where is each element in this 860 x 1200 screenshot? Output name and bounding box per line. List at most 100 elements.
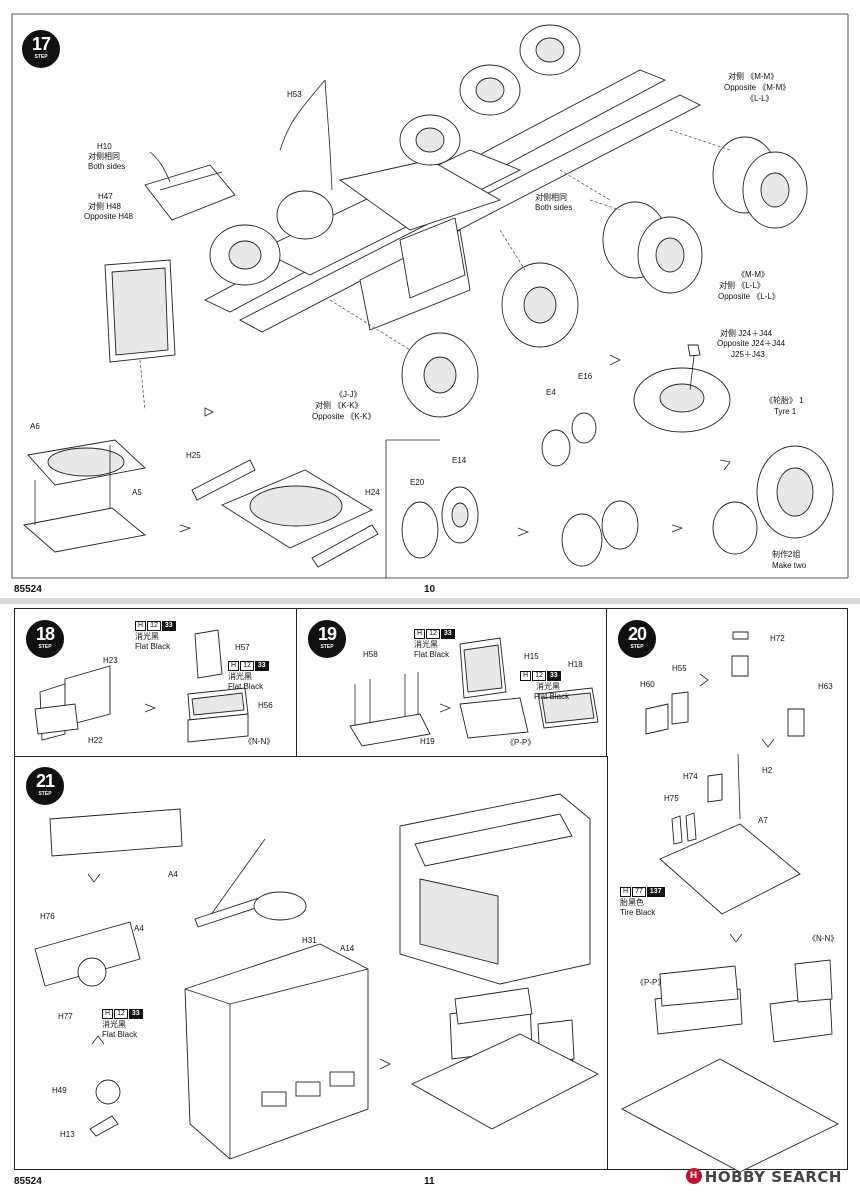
paint-part-letter: H — [414, 629, 426, 639]
page-number: 11 — [424, 1176, 435, 1187]
label-mm-cn: 对侧 《M-M》 — [728, 72, 779, 81]
label-both-en: Both sides — [535, 203, 573, 212]
label-a7: A7 — [758, 816, 768, 825]
label-a4-top: A4 — [168, 870, 178, 879]
paint-code: 33 — [546, 671, 561, 681]
label-h72: H72 — [770, 634, 785, 643]
paint-18b-cn: 消光黑 — [228, 672, 252, 681]
label-tyre-en: Tyre 1 — [774, 407, 797, 416]
label-h47: H47 — [98, 192, 113, 201]
label-e16: E16 — [578, 372, 593, 381]
step-word: STEP — [38, 644, 52, 650]
paint-code: 137 — [646, 887, 665, 897]
paint-19b-en: Flat Black — [534, 692, 570, 701]
label-h76: H76 — [40, 912, 55, 921]
label-h15: H15 — [524, 652, 539, 661]
paint-part-letter: H — [520, 671, 532, 681]
label-nn-20: 《N-N》 — [808, 934, 839, 943]
label-h47-cn: 对侧 H48 — [88, 202, 121, 211]
paint-part-number: 12 — [426, 629, 440, 639]
step-20-badge: 20 STEP — [618, 620, 656, 658]
page-divider — [0, 598, 860, 604]
label-h2: H2 — [762, 766, 773, 775]
label-a5: A5 — [132, 488, 142, 497]
label-ll-cn: 对侧 《L-L》 — [719, 281, 765, 290]
instruction-page-11: 18 STEP 19 STEP 20 STEP 21 STEP — [0, 604, 860, 1200]
paint-21-cn: 消光黑 — [102, 1020, 126, 1029]
cab-assembly-drawing — [34, 629, 839, 1173]
label-e14: E14 — [452, 456, 467, 465]
label-h13: H13 — [60, 1130, 75, 1139]
label-e4: E4 — [546, 388, 556, 397]
label-pp-20: 《P-P》 — [636, 978, 666, 987]
label-h18: H18 — [568, 660, 583, 669]
label-kk-en: Opposite 《K-K》 — [312, 412, 376, 421]
paint-part-letter: H — [135, 621, 147, 631]
instruction-page-10: 17 STEP — [0, 0, 860, 598]
paint-part-letter: H — [228, 661, 240, 671]
label-mm-en: Opposite 《M-M》 — [724, 83, 791, 92]
paint-part-letter: H — [102, 1009, 114, 1019]
label-kk-cn: 对侧 《K-K》 — [315, 401, 363, 410]
label-h58: H58 — [363, 650, 378, 659]
label-j25: J25＋J43 — [731, 350, 765, 359]
step-number: 19 — [317, 624, 337, 644]
product-code: 85524 — [14, 584, 42, 595]
paint-19a-cn: 消光黑 — [414, 640, 438, 649]
paint-part-number: 12 — [114, 1009, 128, 1019]
chassis-assembly-drawing — [11, 13, 849, 579]
paint-part-number: 12 — [147, 621, 161, 631]
paint-18a-cn: 消光黑 — [135, 632, 159, 641]
label-h25: H25 — [186, 451, 201, 460]
label-h60: H60 — [640, 680, 655, 689]
step-word: STEP — [630, 644, 644, 650]
label-pp-19: 《P-P》 — [506, 738, 536, 747]
label-h75: H75 — [664, 794, 679, 803]
label-h10-en: Both sides — [88, 162, 126, 171]
paint-18a-en: Flat Black — [135, 642, 171, 651]
label-e20: E20 — [410, 478, 425, 487]
step-number: 17 — [31, 34, 51, 54]
label-h49: H49 — [52, 1086, 67, 1095]
page-number: 10 — [424, 584, 436, 595]
step-word: STEP — [34, 54, 48, 60]
paint-19b-cn: 消光黑 — [536, 682, 560, 691]
label-h74: H74 — [683, 772, 698, 781]
paint-19a-en: Flat Black — [414, 650, 450, 659]
label-j24-cn: 对侧 J24＋J44 — [720, 329, 773, 338]
label-h77: H77 — [58, 1012, 73, 1021]
label-ll-en: Opposite 《L-L》 — [718, 292, 780, 301]
step-number: 20 — [627, 624, 647, 644]
label-a4: A4 — [134, 924, 144, 933]
step-word: STEP — [38, 791, 52, 797]
label-h56: H56 — [258, 701, 273, 710]
label-a14: A14 — [340, 944, 355, 953]
label-j24-en: Opposite J24＋J44 — [717, 339, 786, 348]
label-h10-cn: 对侧相同 — [88, 152, 120, 161]
paint-21-en: Flat Black — [102, 1030, 138, 1039]
step-19-badge: 19 STEP — [308, 620, 346, 658]
product-code: 85524 — [14, 1176, 42, 1187]
label-h31: H31 — [302, 936, 317, 945]
label-h53: H53 — [287, 90, 302, 99]
paint-20-cn: 胎黑色 — [620, 898, 644, 907]
paint-part-letter: H — [620, 887, 632, 897]
step-number: 21 — [35, 771, 55, 791]
label-h10: H10 — [97, 142, 112, 151]
label-h24: H24 — [365, 488, 380, 497]
paint-code: 33 — [440, 629, 455, 639]
label-jj: 《J-J》 — [335, 390, 362, 399]
step-21-badge: 21 STEP — [26, 767, 64, 805]
label-h47-en: Opposite H48 — [84, 212, 133, 221]
label-h55: H55 — [672, 664, 687, 673]
paint-code: 33 — [128, 1009, 143, 1019]
step-17-badge: 17 STEP — [22, 30, 60, 68]
step-number: 18 — [35, 624, 55, 644]
label-make-two-cn: 制作2组 — [772, 550, 801, 559]
